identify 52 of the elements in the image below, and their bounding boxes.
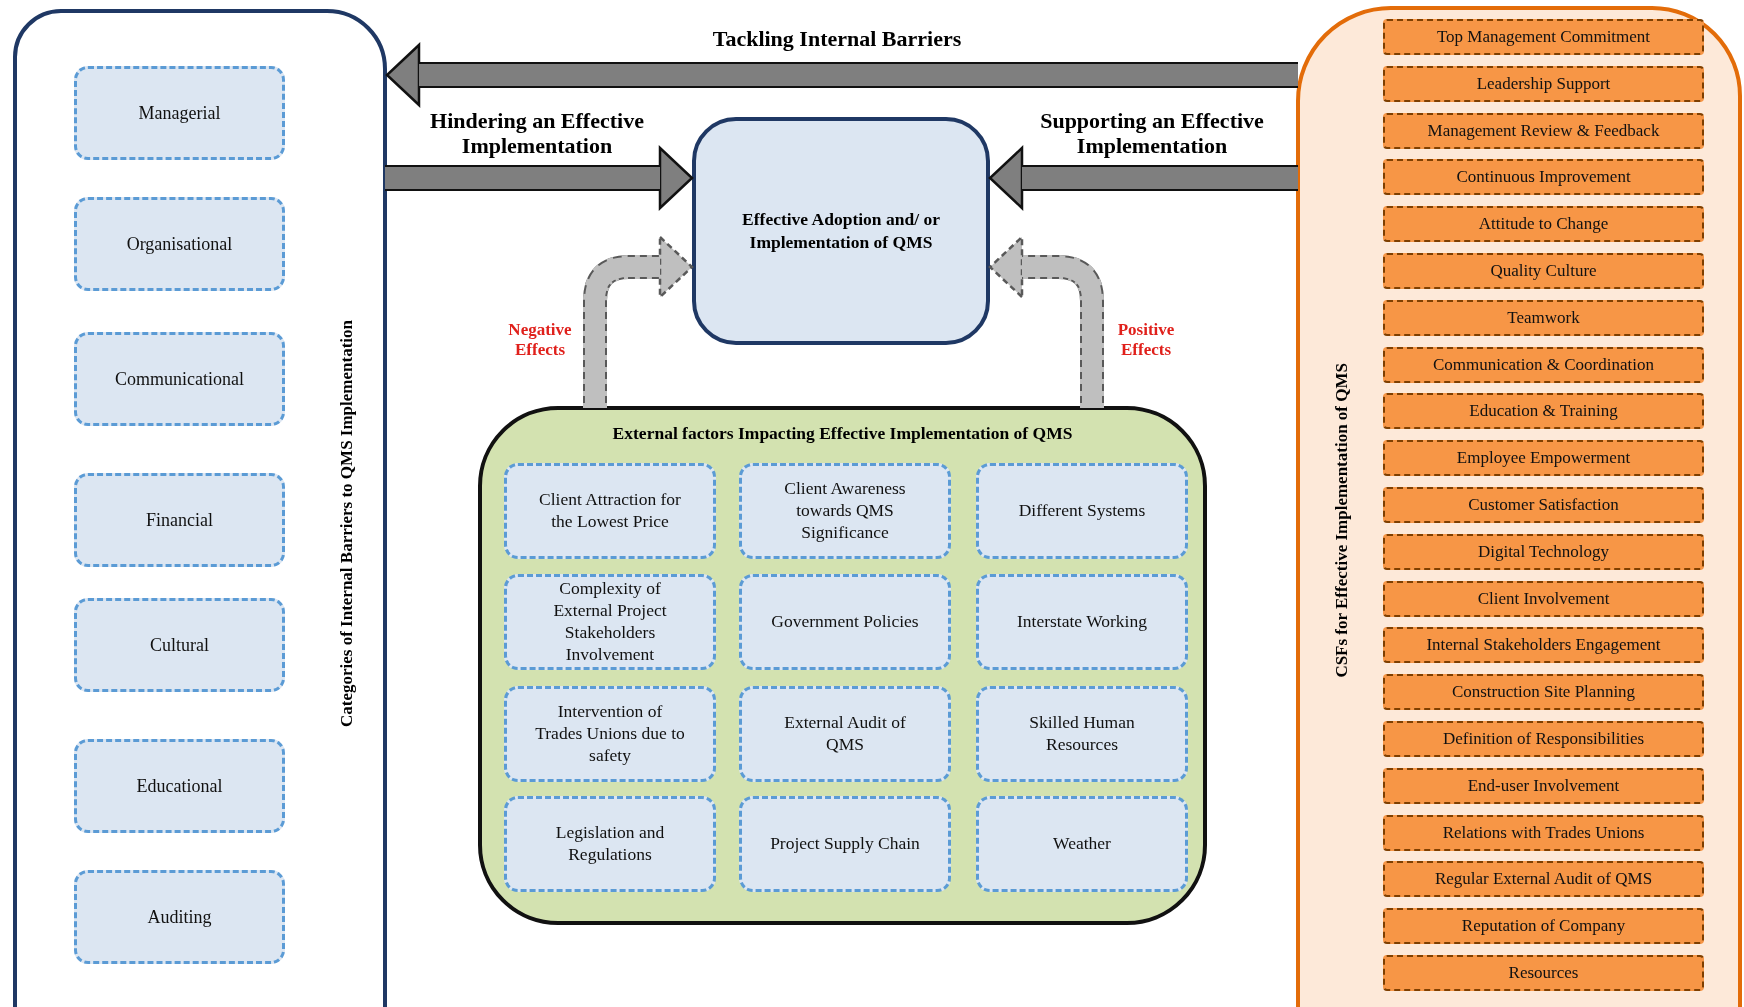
category-box: Legislation and Regulations <box>504 796 716 892</box>
group-box <box>478 406 1207 925</box>
factor-box: Reputation of Company <box>1383 908 1704 945</box>
edge-label: Negative Effects <box>507 320 573 360</box>
category-box: External Audit of QMS <box>739 686 951 782</box>
category-box: Communicational <box>74 332 285 426</box>
category-box: Intervention of Trades Unions due to safety <box>504 686 716 782</box>
factor-box: Education & Training <box>1383 393 1704 430</box>
factor-box: Client Involvement <box>1383 580 1704 617</box>
factor-box: Continuous Improvement <box>1383 159 1704 196</box>
group-title: External factors Impacting Effective Implementation of QMS <box>611 423 1074 444</box>
factor-box: Digital Technology <box>1383 533 1704 570</box>
panel <box>13 9 387 1007</box>
category-box: Cultural <box>74 598 285 692</box>
edge-label: Tackling Internal Barriers <box>711 26 963 52</box>
factor-box: Employee Empowerment <box>1383 440 1704 477</box>
factor-box: Leadership Support <box>1383 65 1704 102</box>
category-box: Financial <box>74 473 285 567</box>
category-box: Interstate Working <box>976 574 1188 670</box>
factor-box: Quality Culture <box>1383 253 1704 289</box>
edge-label: Hindering an Effective Implementation <box>429 107 645 159</box>
factor-box: Teamwork <box>1383 299 1704 336</box>
factor-box: Attitude to Change <box>1383 206 1704 243</box>
edge-label: Supporting an Effective Implementation <box>1039 107 1265 159</box>
factor-box: Management Review & Feedback <box>1383 112 1704 149</box>
factor-box: Communication & Coordination <box>1383 346 1704 383</box>
factor-box: Internal Stakeholders Engagement <box>1383 627 1704 664</box>
category-box: Auditing <box>74 870 285 964</box>
category-box: Weather <box>976 796 1188 892</box>
category-box: Government Policies <box>739 574 951 670</box>
factor-box: Customer Satisfaction <box>1383 487 1704 523</box>
panel-title: Categories of Internal Barriers to QMS Implementation <box>337 319 357 727</box>
category-box: Managerial <box>74 66 285 160</box>
category-box: Client Attraction for the Lowest Price <box>504 463 716 559</box>
category-box: Project Supply Chain <box>739 796 951 892</box>
edge-label: Positive Effects <box>1116 320 1176 360</box>
category-box: Different Systems <box>976 463 1188 559</box>
factor-box: Resources <box>1383 955 1704 991</box>
panel-title: CSFs for Effective Implementation of QMS <box>1332 362 1352 678</box>
factor-box: Regular External Audit of QMS <box>1383 861 1704 898</box>
category-box: Complexity of External Project Stakeholders Involvement <box>504 574 716 670</box>
factor-box: Relations with Trades Unions <box>1383 814 1704 851</box>
category-box: Client Awareness towards QMS Significance <box>739 463 951 559</box>
category-box: Organisational <box>74 197 285 291</box>
factor-box: End-user Involvement <box>1383 767 1704 804</box>
factor-box: Top Management Commitment <box>1383 19 1704 55</box>
panel <box>1296 6 1742 1007</box>
category-box: Skilled Human Resources <box>976 686 1188 782</box>
outcome-box: Effective Adoption and/ or Implementation of QMS <box>692 117 990 345</box>
factor-box: Definition of Responsibilities <box>1383 721 1704 757</box>
factor-box: Construction Site Planning <box>1383 674 1704 711</box>
category-box: Educational <box>74 739 285 833</box>
